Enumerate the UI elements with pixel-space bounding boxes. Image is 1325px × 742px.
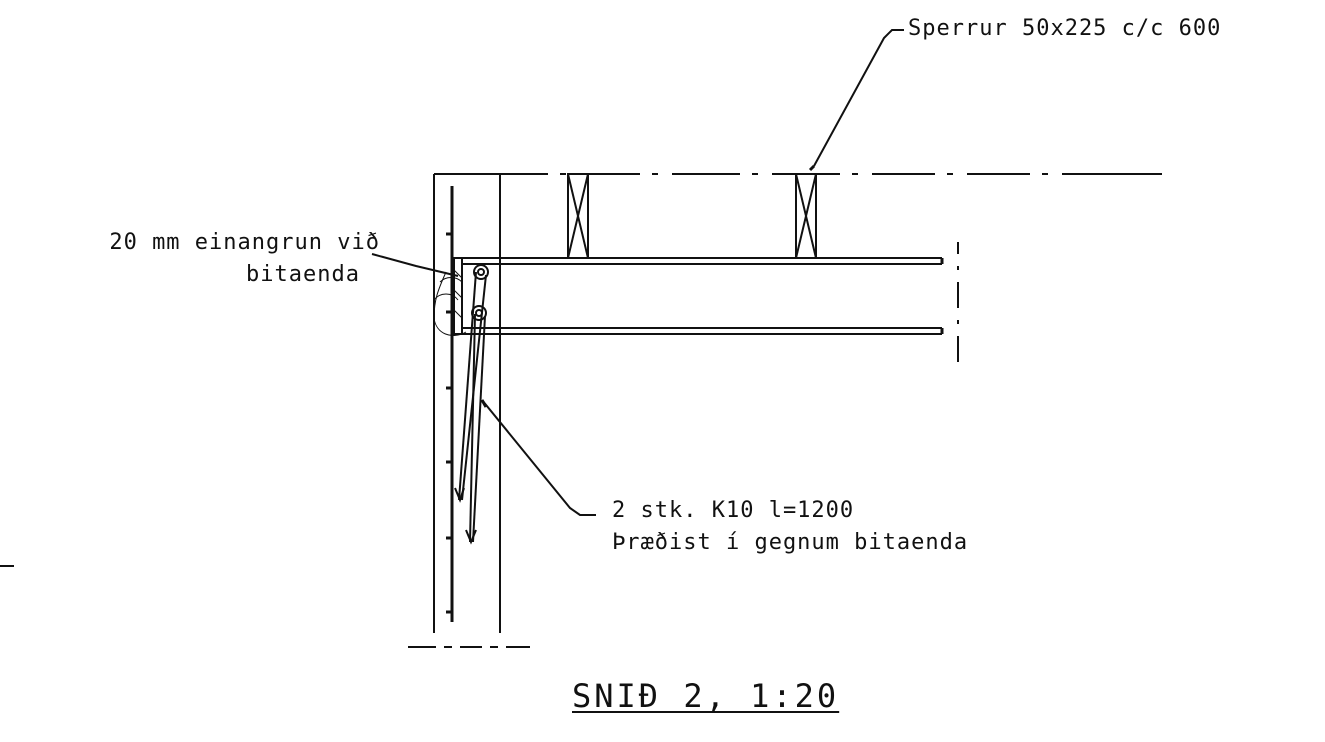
beam	[462, 257, 944, 335]
rebar-label-line-1: 2 stk. K10 l=1200	[612, 498, 855, 523]
concrete-wall	[433, 173, 501, 633]
rebar-label-line-2: Þræðist í gegnum bitaenda	[612, 530, 969, 555]
rafters-leader	[813, 29, 904, 167]
section-title: SNIÐ 2, 1:20	[572, 677, 840, 715]
wall-reinforcement	[446, 186, 454, 622]
insulation-label-line-2: bitaenda	[246, 262, 360, 287]
rebar-leader	[481, 399, 596, 516]
rafter-2	[795, 173, 817, 259]
rebar-dowels	[433, 264, 489, 545]
rafters-label: Sperrur 50x225 c/c 600	[908, 16, 1222, 41]
rafter-1	[567, 173, 589, 259]
insulation-leader	[371, 253, 459, 277]
insulation-layer	[453, 257, 463, 335]
insulation-label-line-1: 20 mm einangrun við	[109, 230, 380, 255]
